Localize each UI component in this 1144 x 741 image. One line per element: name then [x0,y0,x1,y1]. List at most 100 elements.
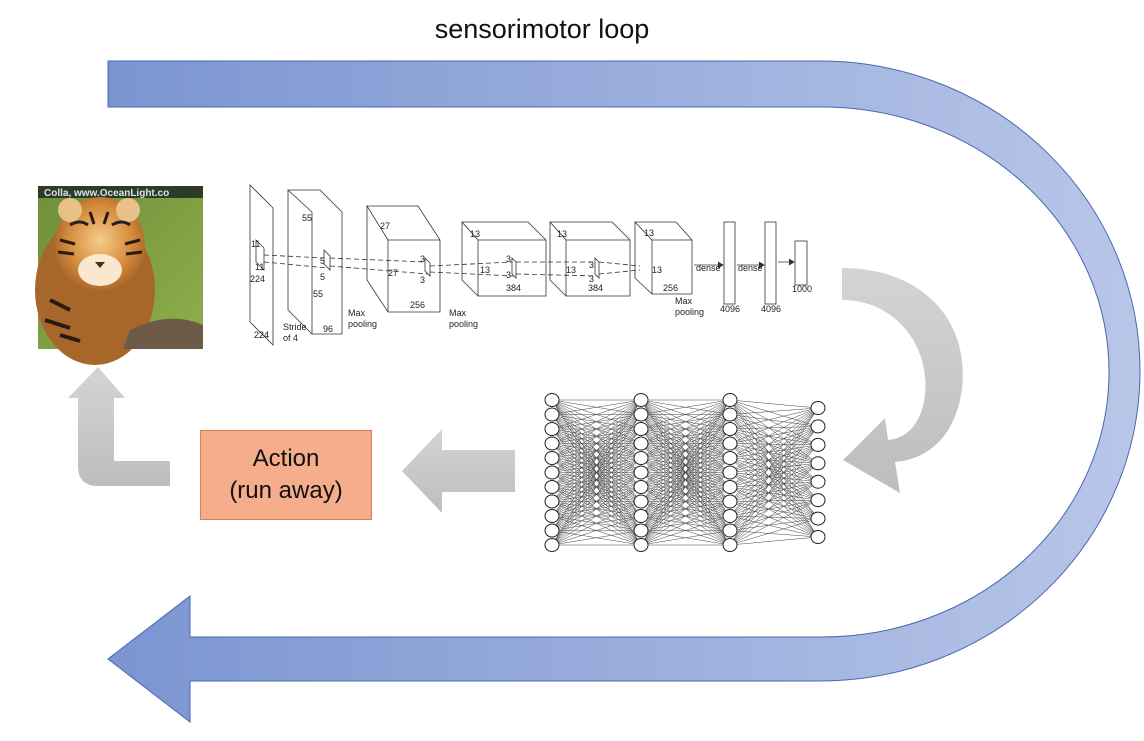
conv3-k1-label: 3 [506,254,511,264]
mlp-edge [551,399,642,531]
image-watermark: Colla, www.OceanLight.co [44,188,169,199]
mlp-edge [729,481,819,546]
mlp-edge [729,407,819,546]
mlp-edge [640,414,731,546]
dense2-label: dense [738,263,763,273]
conv4-depth-label: 384 [588,283,603,293]
mlp-edge [640,399,731,473]
conv2-k1-label: 3 [420,254,425,264]
mlp-neuron [633,509,649,523]
mlp-edge [551,399,642,473]
mlp-edge [729,407,819,444]
conv3-side-label: 13 [480,265,490,275]
mlp-edge [640,399,731,415]
mlp-edge [551,399,642,415]
mlp-neuron [810,437,826,452]
action-label: Action [252,445,320,472]
stride-label-2: of 4 [283,333,298,343]
mlp-edge [640,472,731,546]
mlp-edge [551,530,642,546]
pool2-label-1: Max [449,308,467,318]
conv5-top-label: 13 [644,228,654,238]
mlp-neuron [810,530,826,544]
mlp-edge [729,443,819,464]
mlp-neuron [544,494,560,509]
mlp-edge [729,407,819,488]
mlp-edge [551,399,642,502]
mlp-edge [729,444,819,546]
mlp-edge [729,426,819,546]
mlp-edge [551,472,642,546]
mlp-neuron [633,465,649,480]
conv4-k2-label: 3 [589,274,594,284]
mlp-neuron [544,465,560,480]
mlp-edge [551,399,642,517]
mlp-edge [729,463,819,546]
conv2-depth-label: 256 [410,300,425,310]
mlp-edge [640,399,731,444]
conv4-k1-label: 3 [589,260,594,270]
mlp-neuron [722,509,738,523]
action-sublabel: (run away) [229,477,343,504]
sensorimotor-loop-arrow [107,60,1141,724]
mlp-neuron [544,509,560,523]
mlp-edge [640,530,731,546]
conv4-top-label: 13 [557,229,567,239]
mlp-edge [729,428,819,446]
mlp-edge [640,457,731,546]
mlp-neuron [810,511,826,526]
mlp-neuron [544,451,560,465]
mlp-edge [640,399,731,502]
dense1-size-label: 4096 [720,304,740,314]
mlp-edge [729,518,819,546]
pool3-label-1: Max [675,296,693,306]
alexnet-labels: 11 11 224 224 Stride of 4 55 55 96 5 5 M… [250,213,812,343]
conv1-depth-label: 96 [323,324,333,334]
mlp-neuron [722,465,738,480]
mlp-neuron [544,407,560,422]
mlp-edge [551,486,642,546]
mlp-edge [729,444,819,531]
mlp-neuron [544,480,560,494]
mlp-neuron [722,422,738,436]
action-box: Action (run away) [200,430,372,520]
mlp-neuron [544,538,560,552]
mlp-edge [551,399,642,546]
mlp-neuron [722,393,738,407]
mlp-edge [729,426,819,430]
mlp-edge [640,399,731,488]
mlp-edge [729,399,819,501]
mlp-edge [640,399,731,517]
conv1-top-label: 55 [302,213,312,223]
mlp-edge [729,407,819,415]
mlp-edge [640,399,731,546]
mlp-neuron [722,451,738,465]
mlp-neuron [810,419,826,434]
mlp-edge [729,426,819,502]
mlp-neuron [633,436,649,451]
conv2-side-label: 27 [388,268,398,278]
pool1-label-1: Max [348,308,366,318]
mlp-edge [729,444,819,488]
conv3-depth-label: 384 [506,283,521,293]
diagram-title: sensorimotor loop [434,14,650,44]
mlp-edge [551,414,642,546]
mlp-network [544,393,826,552]
tiger-image: Colla, www.OceanLight.co [35,186,203,365]
mlp-edge [729,426,819,459]
mlp-edge [640,399,731,531]
mlp-neuron [722,538,738,552]
mlp-edge [640,399,731,459]
mlp-edge [729,426,819,517]
mlp-edge [640,515,731,546]
mlp-edge [551,501,642,546]
mlp-edge [640,501,731,546]
mlp-edge [640,399,731,430]
mlp-edge [729,414,819,427]
mlp-edge [551,399,642,444]
mlp-edge [729,399,819,427]
dense1-label: dense [696,263,721,273]
input-height-label: 224 [250,274,265,284]
mlp-neuron [810,456,826,471]
mlp-edge [551,399,642,430]
